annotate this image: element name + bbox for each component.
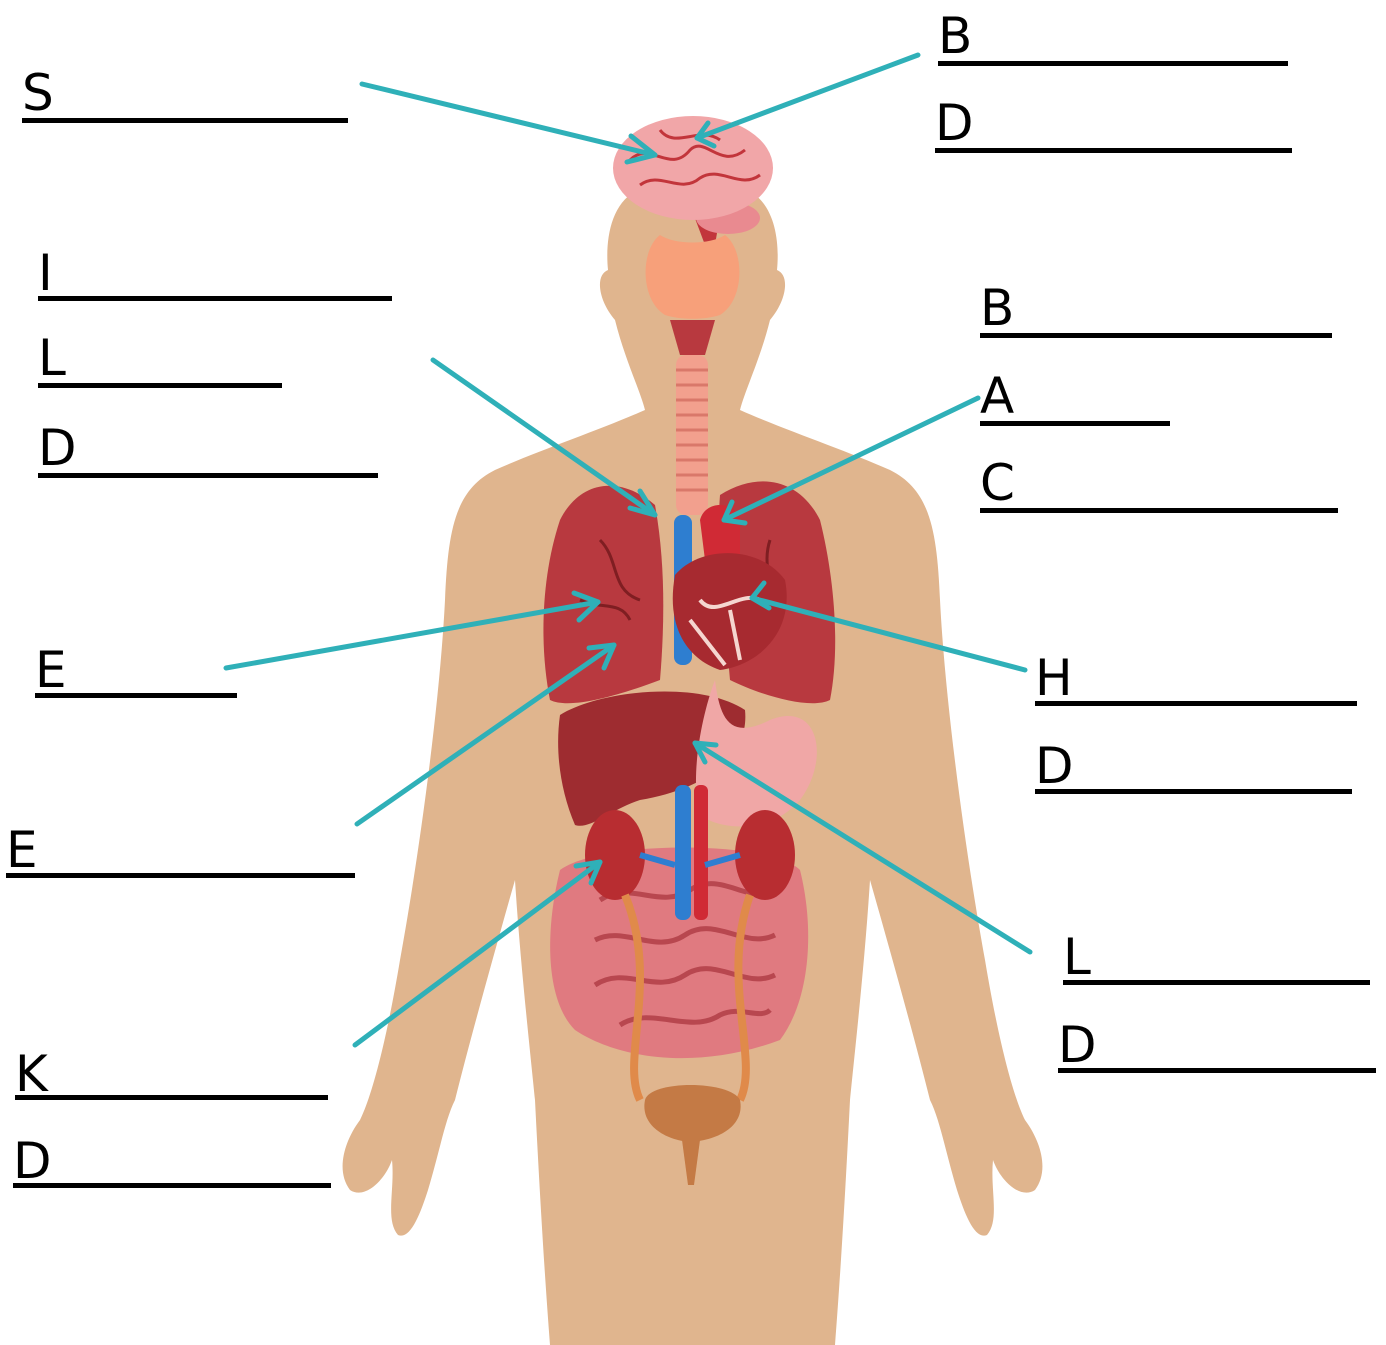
label-heart-c: C: [980, 458, 1015, 508]
blank-heart-c[interactable]: [980, 508, 1338, 513]
blank-liver-l[interactable]: [1063, 980, 1370, 985]
label-kidney-k: K: [15, 1049, 48, 1099]
label-heart-d: D: [1035, 741, 1074, 791]
blank-liver-d[interactable]: [1058, 1068, 1376, 1073]
label-heart-h: H: [1035, 653, 1073, 703]
blank-brain-d[interactable]: [935, 148, 1292, 153]
label-liver-d: D: [1058, 1020, 1097, 1070]
blank-heart-a[interactable]: [980, 421, 1170, 426]
cerebrum: [613, 116, 773, 220]
abdominal-aorta: [694, 785, 708, 920]
blank-s[interactable]: [22, 118, 348, 123]
thyroid-gland: [646, 235, 740, 319]
blank-lungs-l[interactable]: [38, 383, 282, 388]
label-esophagus-e: E: [6, 825, 38, 875]
right-lung: [543, 486, 663, 704]
blank-kidney-k[interactable]: [15, 1095, 328, 1100]
blank-heart-h[interactable]: [1035, 701, 1357, 706]
vena-cava-lower: [675, 785, 691, 920]
label-brain-b: B: [938, 11, 972, 61]
blank-heart-b[interactable]: [980, 333, 1332, 338]
label-s: S: [22, 68, 54, 118]
blank-kidney-d[interactable]: [13, 1183, 331, 1188]
blank-brain-b[interactable]: [938, 61, 1288, 66]
label-heart-b: B: [980, 283, 1014, 333]
label-lungs-d: D: [38, 423, 77, 473]
label-liver-l: L: [1063, 932, 1091, 982]
left-kidney: [735, 810, 795, 900]
blank-lungs-e[interactable]: [35, 693, 237, 698]
blank-lungs-i[interactable]: [38, 296, 392, 301]
label-lungs-i: I: [38, 248, 53, 298]
label-lungs-e: E: [35, 645, 67, 695]
label-kidney-d: D: [13, 1136, 52, 1186]
blank-esophagus-e[interactable]: [6, 873, 355, 878]
right-kidney: [585, 810, 645, 900]
leader-s-brain: [362, 84, 655, 155]
blank-heart-d[interactable]: [1035, 789, 1352, 794]
leader-b-brain: [697, 55, 918, 138]
label-heart-a: A: [980, 371, 1014, 421]
label-brain-d: D: [935, 98, 974, 148]
label-lungs-l: L: [38, 333, 66, 383]
blank-lungs-d[interactable]: [38, 473, 378, 478]
